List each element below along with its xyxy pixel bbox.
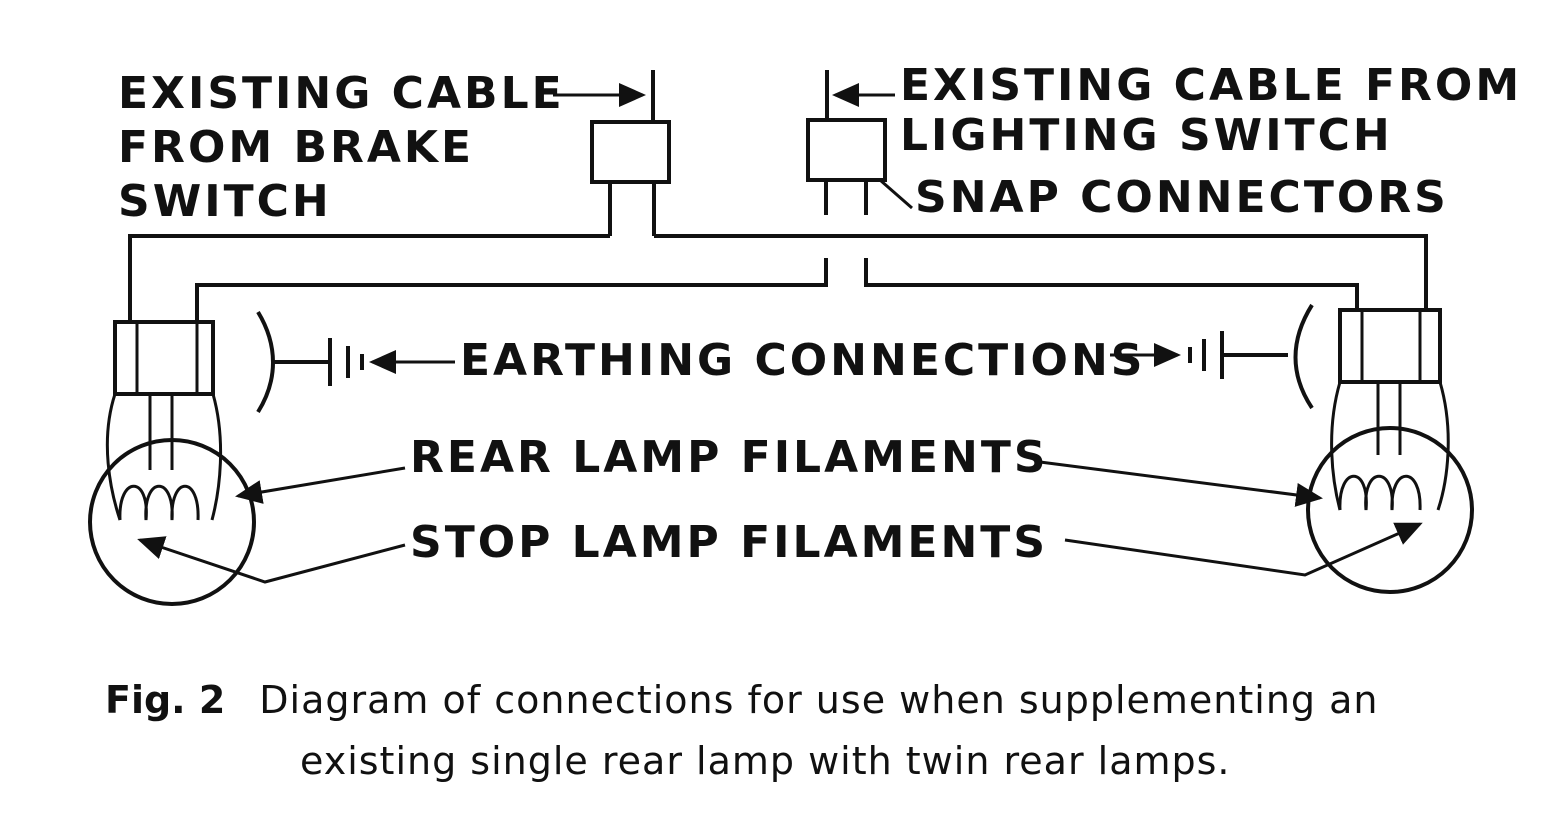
lighting-cable-connector: [806, 70, 887, 215]
snap-connectors-label: SNAP CONNECTORS: [915, 172, 1449, 223]
figure-caption-line1: Fig. 2 Diagram of connections for use wh…: [105, 678, 1379, 722]
right-lamp: [1306, 308, 1474, 594]
brake-cable-label-line3: SWITCH: [118, 176, 332, 227]
rear-filament-leader-left: [235, 466, 406, 504]
right-earth-symbol: [1188, 303, 1314, 410]
snap-connector-leader: [879, 178, 913, 210]
stop-lamp-wiring: [128, 234, 1428, 322]
figure-caption-line2: existing single rear lamp with twin rear…: [300, 739, 1231, 783]
figure-number: Fig. 2: [105, 678, 225, 722]
stop-filament-leader-right: [1064, 522, 1423, 577]
rear-lamp-filaments-label: REAR LAMP FILAMENTS: [410, 432, 1049, 483]
left-earth-symbol: [256, 310, 364, 414]
brake-cable-label-line1: EXISTING CABLE: [118, 68, 565, 119]
rear-lamp-wiring: [195, 258, 1359, 322]
lighting-cable-label-line2: LIGHTING SWITCH: [900, 110, 1393, 161]
brake-cable-connector: [590, 70, 671, 236]
stop-filament-leader-left: [137, 536, 406, 584]
left-lamp: [88, 320, 256, 606]
rear-filament-leader-right: [1039, 460, 1323, 507]
brake-cable-label-line2: FROM BRAKE: [118, 122, 474, 173]
stop-lamp-filaments-label: STOP LAMP FILAMENTS: [410, 517, 1048, 568]
caption-text-line1: Diagram of connections for use when supp…: [259, 678, 1378, 722]
earthing-connections-label: EARTHING CONNECTIONS: [460, 335, 1145, 386]
lighting-cable-label-line1: EXISTING CABLE FROM: [900, 60, 1522, 111]
